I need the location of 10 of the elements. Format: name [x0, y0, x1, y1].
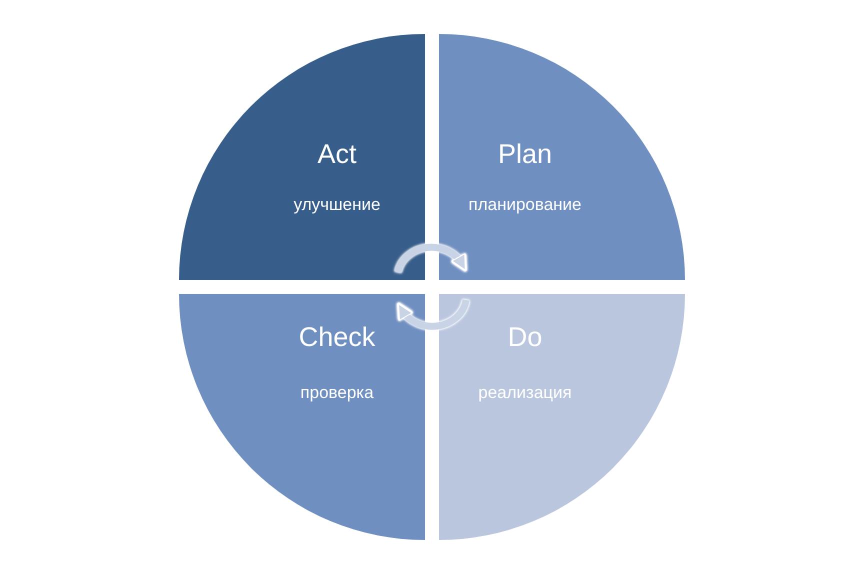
phase-title: Check: [298, 322, 376, 353]
cycle-arrow: [394, 244, 468, 273]
cycle-arrow: [396, 299, 470, 330]
phase-subtitle: реализация: [478, 383, 572, 403]
phase-title: Do: [508, 322, 542, 353]
phase-subtitle: улучшение: [294, 195, 380, 215]
phase-title: Plan: [498, 139, 552, 170]
phase-subtitle: проверка: [300, 383, 374, 403]
phase-subtitle: планирование: [468, 195, 582, 215]
phase-title: Act: [318, 139, 356, 170]
